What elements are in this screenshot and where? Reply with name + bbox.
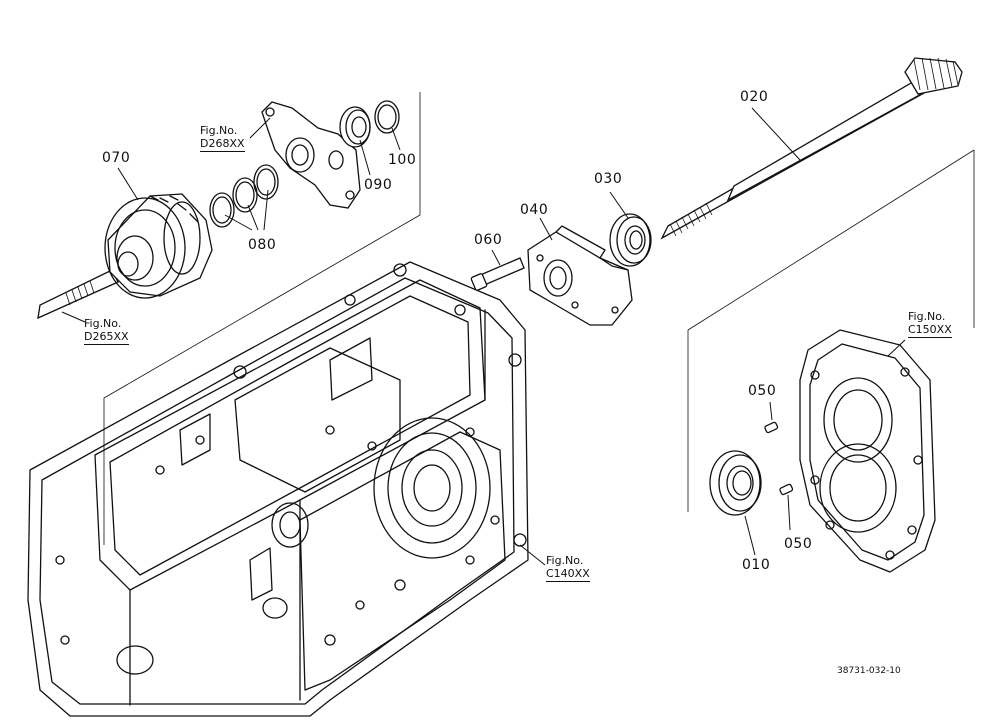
housing-040 [527,225,633,326]
clutch-assembly-070 [37,193,213,320]
callout-050-lower[interactable]: 050 [784,536,813,552]
bearing-030 [609,213,652,267]
bolt-060 [470,257,525,291]
figref-c140[interactable]: Fig.No. C140XX [546,554,590,582]
pin-050-lower [779,483,794,496]
shaft-spline [913,57,959,91]
bracket-d268 [261,101,361,209]
transmission-case [27,261,529,717]
figref-d265[interactable]: Fig.No. D265XX [84,317,129,345]
figref-c150[interactable]: Fig.No. C150XX [908,310,952,338]
frame-lines [103,92,975,545]
callout-030[interactable]: 030 [594,171,623,187]
callout-050-upper[interactable]: 050 [748,383,777,399]
figref-d268[interactable]: Fig.No. D268XX [200,124,245,152]
callout-080[interactable]: 080 [248,237,277,253]
figref-c150-prefix: Fig.No. [908,310,946,323]
figref-d265-code: D265XX [84,330,129,345]
snap-ring-100 [374,100,400,134]
pin-050-upper [764,421,779,434]
callout-070[interactable]: 070 [102,150,131,166]
callout-040[interactable]: 040 [520,202,549,218]
figref-d268-prefix: Fig.No. [200,124,238,137]
input-shaft-thread [65,280,95,306]
figref-d265-prefix: Fig.No. [84,317,122,330]
figref-c140-prefix: Fig.No. [546,554,584,567]
shaft-thread [669,202,713,237]
rings-080 [209,164,279,228]
figref-d268-code: D268XX [200,137,245,152]
figref-c150-code: C150XX [908,323,952,338]
callout-100[interactable]: 100 [388,152,417,168]
bearing-090 [339,106,371,148]
shaft-020 [660,57,963,240]
callout-010[interactable]: 010 [742,557,771,573]
bearing-010 [709,450,762,516]
callout-090[interactable]: 090 [364,177,393,193]
figref-c140-code: C140XX [546,567,590,582]
cover-plate [799,329,936,573]
drawing-number: 38731-032-10 [837,666,901,676]
leader-lines [61,107,906,566]
callout-020[interactable]: 020 [740,89,769,105]
callout-060[interactable]: 060 [474,232,503,248]
